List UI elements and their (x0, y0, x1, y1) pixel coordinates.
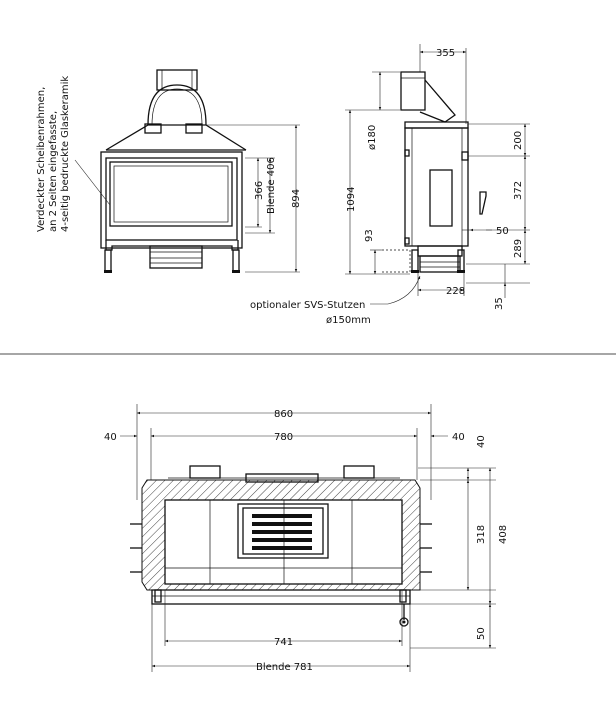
dim-780: 780 (274, 432, 293, 443)
front-body (100, 151, 243, 249)
top-view: 860 780 40 40 (104, 404, 509, 673)
dim-894: 894 (291, 189, 302, 208)
top-chamber (164, 499, 403, 585)
dim-50-vertical: 50 (476, 627, 487, 640)
dim-93: 93 (364, 229, 375, 242)
dim-40-left: 40 (104, 432, 117, 443)
front-collar (156, 69, 198, 91)
grate-bars (252, 514, 312, 550)
dim-372: 372 (513, 181, 524, 200)
side-view: 355 ø180 (250, 44, 530, 326)
callout-line-3: 4-seitig bedruckte Glaskeramik (60, 76, 71, 232)
callout-line-1: Verdeckter Scheibenrahmen, (36, 87, 47, 232)
dim-860: 860 (274, 409, 293, 420)
top-grate (237, 503, 329, 559)
door-knob (399, 617, 409, 627)
dim-40-right: 40 (452, 432, 465, 443)
dim-289: 289 (513, 239, 524, 258)
dim-408: 408 (498, 525, 509, 544)
svs-note-line-1: optionaler SVS-Stutzen (250, 300, 365, 311)
front-glass (109, 161, 233, 227)
top-hatched-wall (141, 479, 421, 591)
dim-406: Blende 406 (266, 157, 277, 214)
dim-741: 741 (274, 637, 293, 648)
dim-180: ø180 (367, 125, 378, 150)
dim-35: 35 (494, 297, 505, 310)
side-body (404, 127, 469, 247)
front-view: Verdeckter Scheibenrahmen, an 2 Seiten e… (36, 69, 302, 273)
front-dome (147, 84, 207, 126)
svs-note-line-2: ø150mm (326, 315, 371, 326)
dim-1094: 1094 (346, 187, 357, 212)
front-hood (105, 124, 247, 151)
callout-line-2: an 2 Seiten eingefasste, (48, 111, 59, 232)
dim-366: 366 (254, 181, 265, 200)
dim-200: 200 (513, 131, 524, 150)
dim-355: 355 (436, 48, 455, 59)
dim-318: 318 (476, 525, 487, 544)
dim-781: Blende 781 (256, 662, 313, 673)
dim-40-vertical: 40 (476, 435, 487, 448)
dim-50: 50 (496, 226, 509, 237)
dim-228: 228 (446, 286, 465, 297)
